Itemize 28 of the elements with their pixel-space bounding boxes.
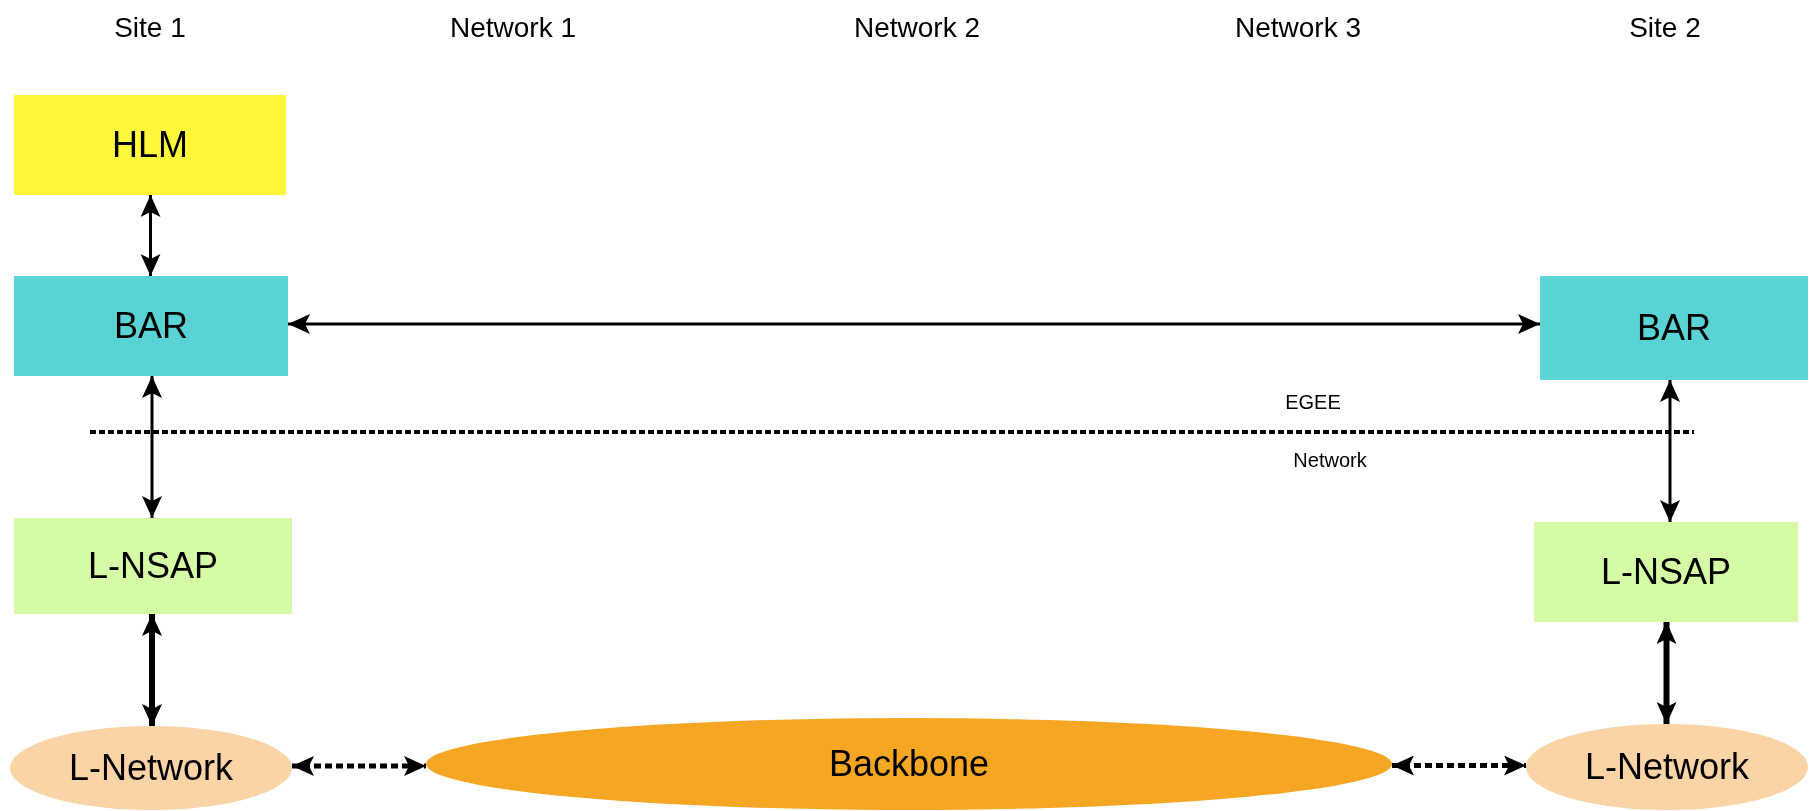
node-label: BAR (1637, 310, 1711, 346)
node-label: BAR (114, 308, 188, 344)
node-label: L-NSAP (1600, 554, 1731, 590)
process-box (14, 518, 292, 614)
arrow (288, 314, 1540, 334)
column-heading: Network 3 (1235, 14, 1361, 42)
arrow (1660, 380, 1680, 522)
layer-label: EGEE (1285, 392, 1341, 412)
column-heading: Network 2 (854, 14, 980, 42)
column-heading: Site 2 (1629, 14, 1701, 42)
node-label: L-Network (1584, 749, 1749, 785)
arrow (140, 195, 161, 276)
arrow (142, 614, 162, 726)
arrow (1392, 755, 1526, 776)
process-box (1540, 276, 1808, 380)
node-label: L-Network (68, 750, 233, 786)
node-label: HLM (112, 127, 188, 163)
arrow (292, 756, 426, 776)
column-heading: Site 1 (114, 14, 186, 42)
process-box (14, 276, 288, 376)
node-label: L-NSAP (87, 548, 218, 584)
node-label: Backbone (828, 746, 990, 782)
arrow (142, 376, 162, 518)
process-box (14, 95, 286, 195)
layer-label: Network (1293, 450, 1367, 470)
column-heading: Network 1 (450, 14, 576, 42)
arrow (1656, 622, 1677, 724)
process-box (1534, 522, 1798, 622)
